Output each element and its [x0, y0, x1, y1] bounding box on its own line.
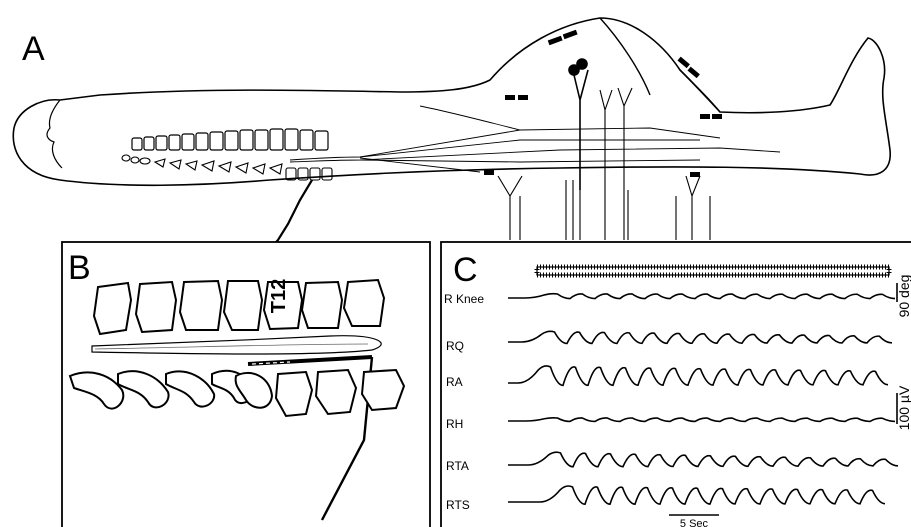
emg-scale-bar: 100 µV [896, 385, 911, 430]
panel-b-letter: B [68, 249, 91, 287]
trace-label-rh: RH [446, 417, 463, 431]
trace-label-rts: RTS [446, 498, 470, 512]
trace-label-rq: RQ [446, 339, 464, 353]
time-scale-label: 5 Sec [680, 518, 709, 527]
t12-label: T12 [268, 279, 290, 313]
spine-vertebrae [132, 129, 328, 150]
leg-raised-outline [600, 18, 720, 112]
emg-scale-label: 100 µV [896, 385, 911, 430]
trace-label-r-knee: R Knee [444, 292, 484, 306]
electrode-wires [498, 88, 710, 240]
trace-label-rta: RTA [446, 459, 469, 473]
panel-b: B T12 [62, 242, 430, 527]
body-outline [13, 18, 890, 185]
stimulation-bar [537, 267, 889, 275]
angle-scale-label: 90 deg [896, 275, 911, 318]
panel-c-frame [441, 242, 911, 527]
angle-scale-bar: 90 deg [896, 275, 911, 318]
head-profile [47, 100, 62, 168]
panel-a-letter: A [22, 30, 45, 68]
panel-a: A [13, 18, 890, 258]
trace-label-ra: RA [446, 375, 463, 389]
panel-c-letter: C [453, 251, 478, 289]
knee-goniometer [569, 59, 588, 190]
vertebra-t12: T12 [264, 279, 302, 329]
spine-processes [122, 155, 332, 180]
panel-c: C R Knee RQ RA RH RTA RTS 90 deg 100 µV … [441, 242, 911, 527]
